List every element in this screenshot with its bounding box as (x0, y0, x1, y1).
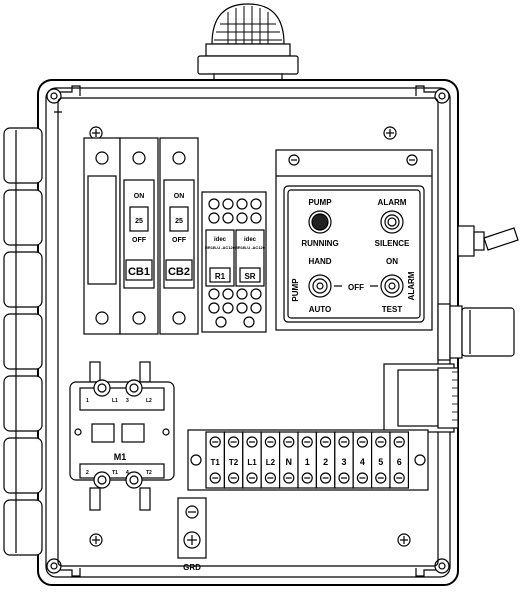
cb1-off-label: OFF (132, 237, 147, 244)
door-hinge (3, 127, 43, 556)
terminal-label: 1 (305, 457, 310, 467)
corner-screw-icon (46, 88, 450, 574)
sr-part: RR1B-U -AC120 (235, 245, 266, 250)
terminal-label: T1 (211, 458, 221, 467)
cb1-on-label: ON (134, 193, 145, 200)
terminal-1[interactable]: 1 (297, 431, 317, 489)
terminal-block: T1 T2 L1 L2 N 1 2 3 4 5 6 (187, 429, 429, 491)
alarm-test-switch[interactable]: ON TEST ALARM (380, 257, 416, 314)
terminal-6[interactable]: 6 (389, 431, 409, 489)
terminal-2[interactable]: 2 (315, 431, 336, 489)
circuit-breaker-cb1[interactable]: ON 25 OFF CB1 (125, 193, 153, 281)
cb1-toggle[interactable] (129, 206, 149, 232)
terminal-l1[interactable]: L1 (242, 431, 262, 489)
terminal-4[interactable]: 4 (352, 431, 373, 489)
sr-label: SR (244, 272, 255, 281)
contactor-term-top-1: 1 (86, 398, 89, 404)
pump-running-light: PUMP RUNNING (301, 198, 338, 248)
contactor-label: M1 (114, 452, 127, 462)
terminal-label: T2 (229, 458, 239, 467)
pump-light-top-label: PUMP (308, 198, 332, 207)
cb2-label: CB2 (168, 266, 190, 278)
side-connector (437, 303, 515, 361)
breaker-assembly (83, 137, 199, 335)
alarm-button-top-label: ALARM (378, 198, 407, 207)
contactor-m1: 1 L1 3 L2 M1 2 T1 4 T2 (69, 361, 175, 511)
pump-side-label: PUMP (291, 278, 300, 302)
r1-label: R1 (215, 272, 226, 281)
circuit-breaker-cb2[interactable]: ON 25 OFF CB2 (165, 193, 193, 281)
ground-label: GRD (183, 563, 201, 572)
side-toggle-switch[interactable] (457, 225, 519, 257)
contactor-term-bot-3: 4 (126, 470, 129, 476)
terminal-label: 6 (397, 457, 402, 467)
sr-brand: idec (244, 237, 257, 243)
terminal-label: L2 (266, 458, 276, 467)
cb2-rating: 25 (175, 218, 183, 225)
contactor-term-bot-4: T2 (146, 470, 152, 476)
terminal-n[interactable]: N (279, 431, 299, 489)
alarm-silence-button[interactable]: ALARM SILENCE (375, 198, 410, 248)
relay-sr: idec RR1B-U -AC120 SR (235, 229, 266, 287)
contactor-term-top-2: L1 (112, 398, 118, 404)
terminal-t1[interactable]: T1 (205, 431, 225, 489)
cb2-toggle[interactable] (169, 206, 189, 232)
off-position-label: OFF (348, 283, 364, 292)
alarm-test-label: TEST (382, 305, 403, 314)
pump-light-bottom-label: RUNNING (301, 239, 338, 248)
terminal-3[interactable]: 3 (334, 431, 354, 489)
pump-hoa-switch[interactable]: HAND AUTO PUMP (291, 257, 332, 314)
pump-hand-label: HAND (308, 257, 331, 266)
terminal-label: 2 (323, 457, 328, 467)
r1-part: RR1B-U -AC120 (205, 245, 236, 250)
terminal-label: 4 (360, 457, 365, 467)
alarm-on-label: ON (386, 257, 398, 266)
cb2-off-label: OFF (172, 237, 187, 244)
terminal-l2[interactable]: L2 (260, 431, 281, 489)
contactor-term-bot-2: T1 (112, 470, 118, 476)
terminal-label: N (286, 457, 293, 467)
ground-terminal: GRD (177, 497, 207, 572)
contactor-term-top-4: L2 (146, 398, 152, 404)
terminal-t2[interactable]: T2 (223, 431, 244, 489)
relay-r1: idec RR1B-U -AC120 R1 (205, 229, 236, 287)
side-mounting-bracket (383, 363, 459, 433)
cb1-label: CB1 (128, 266, 150, 278)
terminal-label: 5 (378, 457, 383, 467)
cb1-rating: 25 (135, 218, 143, 225)
terminal-5[interactable]: 5 (371, 431, 391, 489)
r1-brand: idec (214, 237, 227, 243)
cb2-on-label: ON (174, 193, 185, 200)
pump-auto-label: AUTO (309, 305, 332, 314)
contactor-term-bot-1: 2 (86, 470, 89, 476)
contactor-term-top-3: 3 (126, 398, 129, 404)
contactor-bottom-bracket (89, 487, 151, 511)
panel-screw-icon (89, 126, 411, 547)
terminal-label: 3 (341, 457, 346, 467)
terminal-label: L1 (247, 458, 257, 467)
alarm-side-label: ALARM (407, 271, 416, 300)
alarm-button-bottom-label: SILENCE (375, 239, 410, 248)
